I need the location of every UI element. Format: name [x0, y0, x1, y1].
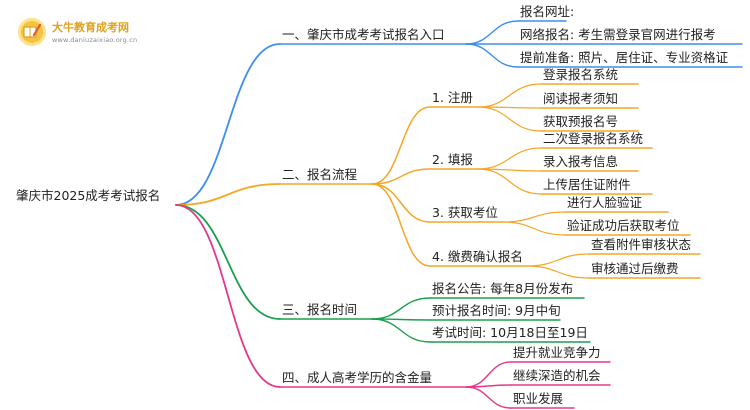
step-fill: 2. 填报 — [432, 152, 473, 167]
link-b3-b3c0 — [465, 361, 512, 388]
link-s1-s1l2 — [477, 168, 542, 195]
time-item: 报名公告: 每年8月份发布 — [432, 281, 574, 296]
value-item: 继续深造的机会 — [513, 368, 601, 383]
link-b1-s0 — [371, 106, 431, 185]
branch-time: 三、报名时间 — [282, 302, 358, 317]
link-b2-b2c0 — [371, 297, 431, 320]
step-leaf: 查看附件审核状态 — [591, 237, 692, 252]
link-root-b1 — [175, 183, 281, 206]
step-leaf: 验证成功后获取考位 — [567, 218, 680, 233]
step-pay: 4. 缴费确认报名 — [432, 249, 523, 264]
value-item: 职业发展 — [513, 391, 564, 406]
link-s2-s2l0 — [502, 211, 566, 223]
branch-entry: 一、肇庆市成考考试报名入口 — [282, 27, 445, 42]
branch-value: 四、成人高考学历的含金量 — [282, 370, 433, 385]
entry-item-online: 网络报名: 考生需登录官网进行报考 — [520, 27, 716, 42]
link-root-b2 — [175, 204, 281, 320]
link-s2-s2l1 — [502, 221, 566, 236]
time-item: 预计报名时间: 9月中旬 — [432, 303, 561, 318]
entry-item-url: 报名网址: — [520, 4, 575, 19]
value-item: 提升就业竞争力 — [513, 345, 601, 360]
link-b1-s2 — [371, 183, 431, 223]
link-b1-s1 — [371, 168, 431, 185]
link-s0-s0l0 — [477, 83, 542, 108]
time-item: 考试时间: 10月18日至19日 — [432, 325, 588, 340]
watermark-name: 大牛教育成考网 — [52, 21, 129, 34]
watermark-url: www.daniuzaixiao.org.cn — [52, 36, 138, 44]
step-register: 1. 注册 — [432, 90, 473, 105]
step-leaf: 登录报名系统 — [543, 67, 619, 82]
link-s0-s0l2 — [477, 106, 542, 132]
step-leaf: 二次登录报名系统 — [543, 131, 644, 146]
step-leaf: 上传居住证附件 — [543, 177, 631, 192]
root-node: 肇庆市2025成考考试报名 — [16, 188, 161, 203]
step-seat: 3. 获取考位 — [432, 205, 498, 220]
step-leaf: 阅读报考须知 — [543, 91, 619, 106]
watermark-logo: 大牛教育成考网 www.daniuzaixiao.org.cn — [14, 16, 174, 50]
link-b0-b0c0 — [465, 20, 519, 45]
step-leaf: 获取预报名号 — [543, 114, 619, 129]
book-pencil-icon — [18, 18, 46, 46]
link-s3-s3l1 — [526, 265, 590, 279]
branch-process: 二、报名流程 — [282, 167, 358, 182]
entry-item-prepare: 提前准备: 照片、居住证、专业资格证 — [520, 50, 729, 65]
link-b0-b0c2 — [465, 43, 519, 68]
step-leaf: 审核通过后缴费 — [591, 261, 679, 276]
step-leaf: 录入报考信息 — [543, 154, 619, 169]
link-b2-b2c2 — [371, 318, 431, 343]
link-s1-s1l0 — [477, 147, 542, 170]
link-root-b0 — [175, 43, 281, 206]
link-b1-s3 — [371, 183, 431, 267]
link-root-b3 — [175, 204, 281, 388]
step-leaf: 进行人脸验证 — [567, 195, 643, 210]
link-b3-b3c2 — [465, 386, 512, 409]
link-s3-s3l0 — [526, 253, 590, 267]
